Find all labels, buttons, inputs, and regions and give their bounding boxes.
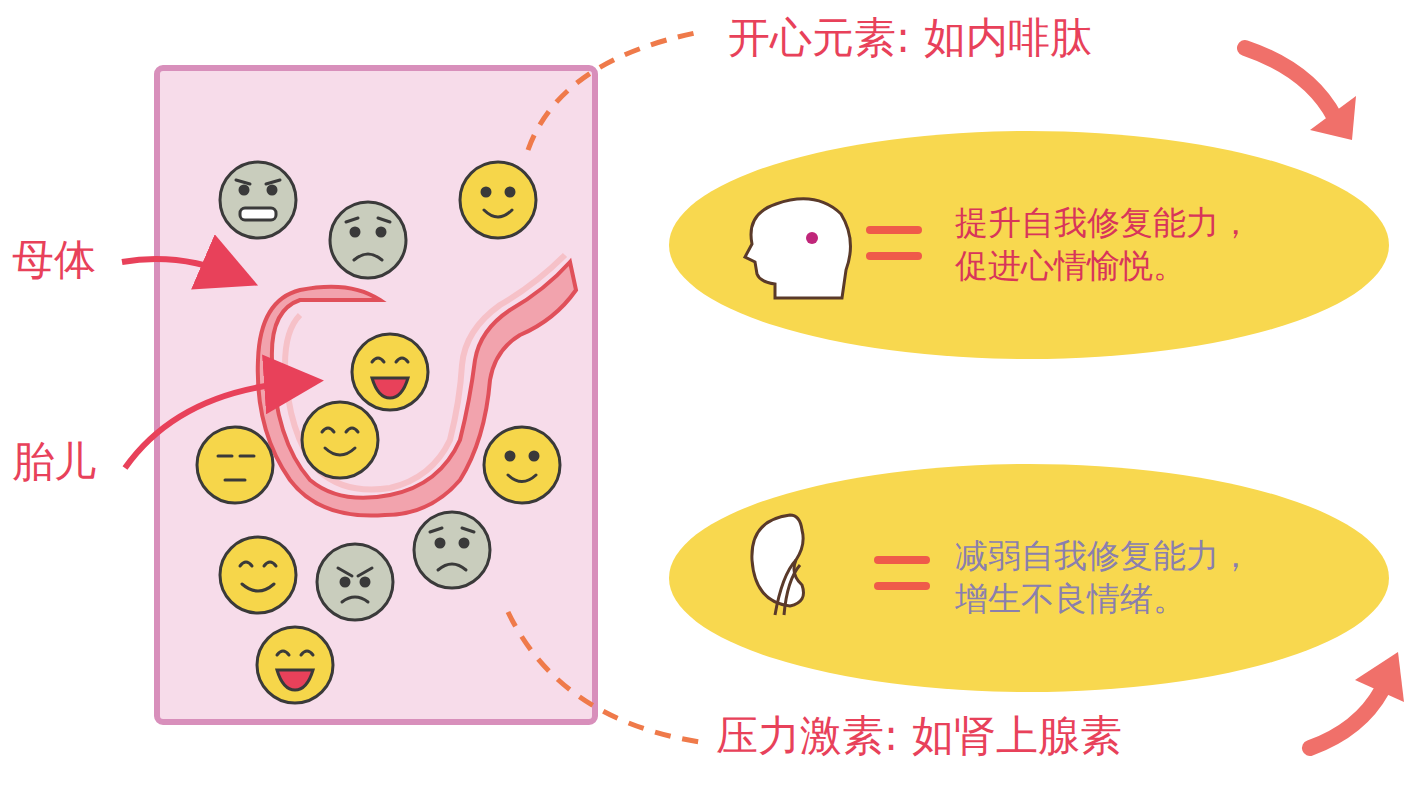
flow-arrow-head <box>1355 652 1404 702</box>
annotation-label: 开心元素: 如内啡肽 <box>728 14 1092 62</box>
effect-ellipse <box>669 464 1389 692</box>
flow-arrow <box>1245 48 1335 118</box>
emotion-faces <box>197 162 560 703</box>
effect-box: 提升自我修复能力， 促进心情愉悦。 <box>669 131 1389 359</box>
annotation-label: 压力激素: 如肾上腺素 <box>716 712 1122 760</box>
pointer-arrow <box>122 259 236 276</box>
pointer-arrow <box>125 382 300 468</box>
equals-sign <box>866 226 930 590</box>
callout-line <box>528 32 700 150</box>
kidney-icon <box>752 515 804 615</box>
annotation-label: 胎儿 <box>12 438 96 486</box>
brain-head-icon <box>745 199 850 298</box>
effect-ellipse <box>669 131 1389 359</box>
effect-text: 减弱自我修复能力， 增生不良情绪。 <box>955 535 1265 621</box>
effect-box: 减弱自我修复能力， 增生不良情绪。 <box>669 464 1389 692</box>
callout-line <box>508 612 700 742</box>
flow-arrow-head <box>1310 96 1356 140</box>
uterus <box>258 255 576 516</box>
flow-arrow <box>1310 690 1382 748</box>
annotation-label: 母体 <box>12 236 96 284</box>
effect-text: 提升自我修复能力， 促进心情愉悦。 <box>955 202 1265 288</box>
